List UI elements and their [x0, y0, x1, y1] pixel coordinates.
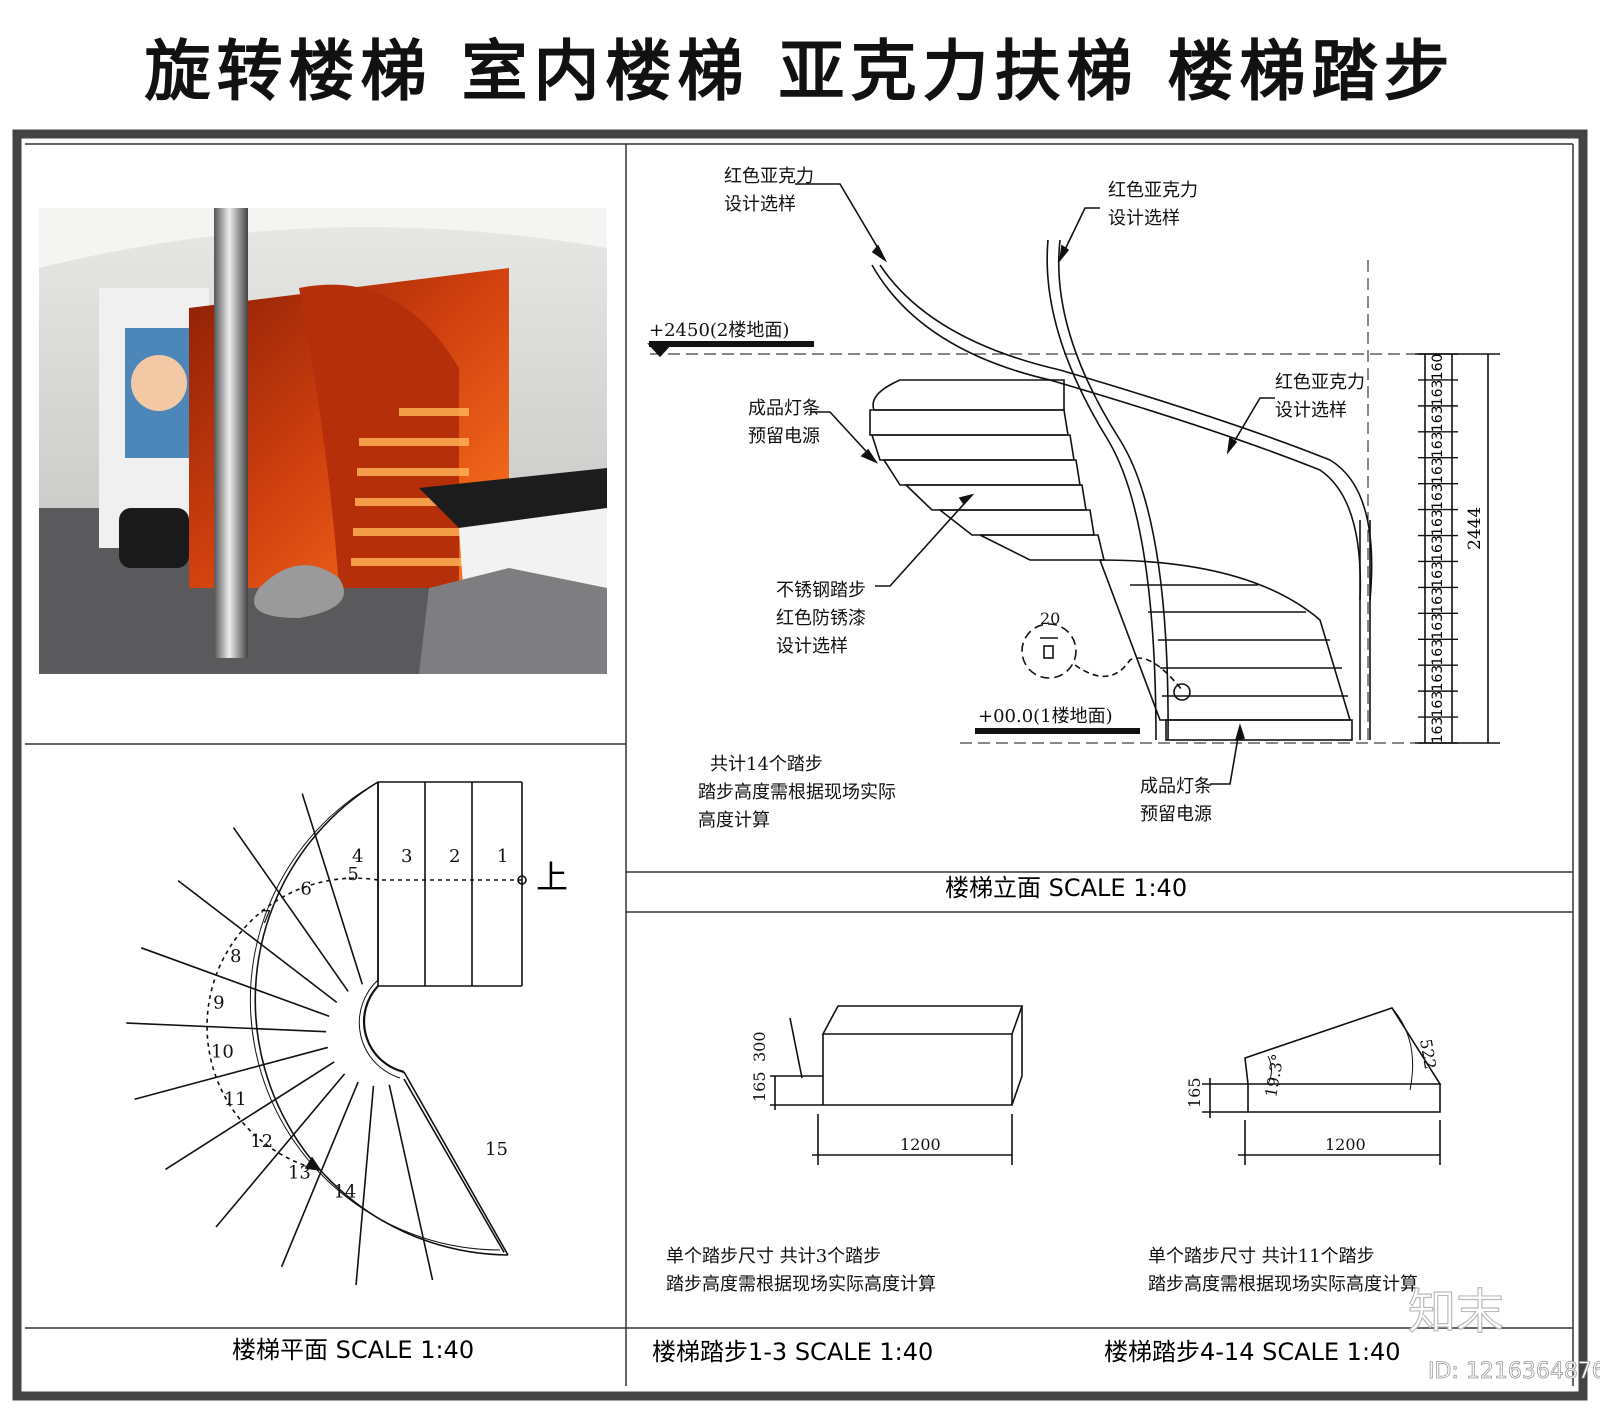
callout-acrylic-1-line1: 红色亚克力 — [724, 166, 814, 187]
stair-elevation — [647, 183, 1500, 785]
riser-labels: 1601631631631631631631631631631631631631… — [1430, 354, 1446, 744]
elevation-note-3: 高度计算 — [698, 810, 770, 831]
tread-4-14-detail — [1202, 1007, 1442, 1165]
plan-step-number: 1 — [497, 846, 508, 867]
callout-steel-line1: 不锈钢踏步 — [776, 580, 866, 601]
riser-value: 163 — [1430, 380, 1446, 407]
callout-acrylic-3-line1: 红色亚克力 — [1275, 372, 1365, 393]
plan-step-number: 13 — [288, 1162, 311, 1183]
plan-step-number: 10 — [211, 1042, 234, 1063]
riser-value: 163 — [1430, 587, 1446, 614]
tread-1-3-depth: 300 — [750, 1031, 769, 1062]
callout-acrylic-2-line1: 红色亚克力 — [1108, 180, 1198, 201]
tread-1-3-detail — [770, 1005, 1024, 1165]
plan-step-number: 12 — [250, 1131, 273, 1152]
tread-line — [388, 1084, 434, 1281]
tread-1-3-note-2: 踏步高度需根据现场实际高度计算 — [666, 1274, 936, 1295]
sheet-frame — [12, 129, 1588, 1401]
plan-step-number: 8 — [230, 946, 241, 967]
tread-line — [215, 1073, 346, 1228]
callout-acrylic-1-line2: 设计选样 — [724, 194, 796, 215]
riser-value: 163 — [1430, 639, 1446, 666]
tread-4-14-height: 165 — [1185, 1077, 1204, 1108]
elevation-caption: 楼梯立面 SCALE 1:40 — [945, 874, 1187, 902]
callout-light-2-line2: 预留电源 — [1140, 804, 1212, 825]
riser-value: 163 — [1430, 483, 1446, 510]
plan-step-number: 4 — [352, 846, 363, 867]
tread-4-14-arc: 522 — [1416, 1037, 1440, 1070]
tread-line — [126, 1022, 327, 1033]
tread-line — [165, 1061, 335, 1171]
riser-value: 163 — [1430, 613, 1446, 640]
callout-acrylic-3-line2: 设计选样 — [1275, 400, 1347, 421]
plan-step-number: 7 — [260, 907, 271, 928]
plan-step-number: 2 — [449, 846, 460, 867]
callout-steel-line2: 红色防锈漆 — [776, 608, 866, 629]
tread-line — [403, 1078, 505, 1253]
tread-4-14-note-1: 单个踏步尺寸 共计11个踏步 — [1148, 1246, 1375, 1267]
elevation-note-2: 踏步高度需根据现场实际 — [698, 782, 896, 803]
tread-line — [280, 1081, 359, 1268]
total-height-dim: 2444 — [1465, 507, 1485, 550]
watermark-logo: 知末 — [1408, 1284, 1504, 1340]
tread-line — [301, 793, 364, 985]
rendering-image — [39, 208, 607, 674]
callout-light-1-line2: 预留电源 — [748, 426, 820, 447]
riser-value: 163 — [1430, 431, 1446, 458]
riser-value: 163 — [1430, 665, 1446, 692]
riser-value: 163 — [1430, 535, 1446, 562]
stair-plan — [126, 781, 527, 1286]
riser-value: 163 — [1430, 691, 1446, 718]
riser-value: 163 — [1430, 717, 1446, 744]
callout-steel-line3: 设计选样 — [776, 636, 848, 657]
tread-1-3-note-1: 单个踏步尺寸 共计3个踏步 — [666, 1246, 881, 1267]
tread-line — [177, 879, 338, 1003]
tread-4-14-caption: 楼梯踏步4-14 SCALE 1:40 — [1104, 1338, 1401, 1366]
plan-step-number: 9 — [213, 992, 224, 1013]
level-lower: +00.0(1楼地面) — [978, 706, 1113, 727]
up-label: 上 — [536, 858, 568, 896]
plan-step-number: 14 — [333, 1181, 356, 1202]
riser-value: 160 — [1430, 354, 1446, 381]
callout-acrylic-2-line2: 设计选样 — [1108, 208, 1180, 229]
tread-1-3-caption: 楼梯踏步1-3 SCALE 1:40 — [652, 1338, 933, 1366]
tread-line — [355, 1085, 375, 1286]
tread-line — [140, 947, 330, 1017]
tread-line — [134, 1046, 328, 1100]
plan-step-number: 6 — [300, 879, 311, 900]
callout-light-2-line1: 成品灯条 — [1140, 776, 1212, 797]
rendering-illustration — [39, 208, 607, 674]
tread-4-14-width: 1200 — [1325, 1135, 1366, 1154]
plan-step-number: 3 — [401, 846, 412, 867]
plan-step-number: 5 — [347, 864, 358, 885]
plan-caption: 楼梯平面 SCALE 1:40 — [232, 1336, 474, 1364]
riser-ticks — [1418, 353, 1458, 744]
plan-step-number: 11 — [224, 1089, 247, 1110]
watermark-id: ID: 1216364876 — [1428, 1359, 1600, 1384]
riser-value: 163 — [1430, 457, 1446, 484]
elevation-note-1: 共计14个踏步 — [710, 754, 823, 775]
riser-value: 163 — [1430, 509, 1446, 536]
riser-value: 163 — [1430, 405, 1446, 432]
plan-step-number: 15 — [485, 1139, 508, 1160]
detail-dimension: 20 — [1040, 609, 1060, 628]
tread-4-14-angle: 19.3° — [1261, 1052, 1287, 1098]
page-title: 旋转楼梯 室内楼梯 亚克力扶梯 楼梯踏步 — [144, 33, 1456, 110]
riser-value: 163 — [1430, 561, 1446, 588]
tread-1-3-width: 1200 — [900, 1135, 941, 1154]
level-upper: +2450(2楼地面) — [649, 320, 789, 341]
tread-4-14-note-2: 踏步高度需根据现场实际高度计算 — [1148, 1274, 1418, 1295]
callout-light-1-line1: 成品灯条 — [748, 398, 820, 419]
tread-1-3-height: 165 — [750, 1071, 769, 1102]
tread-line — [232, 827, 349, 992]
